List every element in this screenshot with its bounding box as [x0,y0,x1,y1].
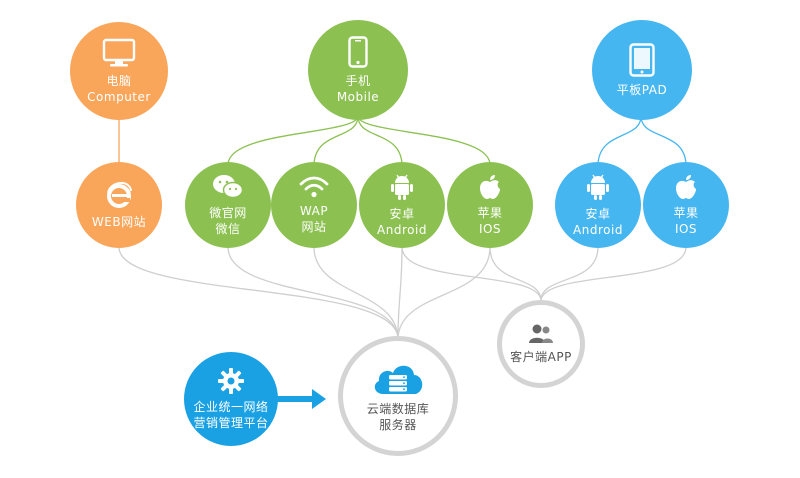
tablet-icon [629,42,655,77]
cloud-server-label-2: 服务器 [379,417,417,432]
connector-pad-fan [597,115,687,165]
monitor-icon [102,38,136,66]
pad-label: 平板PAD [616,82,668,97]
mobile-label-en: Mobile [336,89,380,104]
computer-label-cn: 电脑 [106,73,132,88]
platform-label-2: 营销管理平台 [193,415,269,430]
device-mobile-node[interactable]: 手机 Mobile [308,20,408,120]
android-icon [391,174,413,200]
connector-mobile-fan [227,115,491,165]
wechat-label-1: 微官网 [209,205,247,220]
platform-node[interactable]: 企业统一网络 营销管理平台 [184,352,278,446]
connector-to-cloud-server [118,246,491,339]
client-app-label: 客户端APP [510,349,572,364]
cloud-server-label-1: 云端数据库 [366,401,430,416]
wechat-label-2: 微信 [215,221,241,236]
android-icon [587,174,609,200]
mobile-ios-label-en: IOS [478,221,502,236]
cloud-server-hub[interactable]: 云端数据库 服务器 [338,336,458,456]
device-computer-node[interactable]: 电脑 Computer [70,22,168,120]
wap-label-1: WAP [299,203,329,218]
channel-wechat-node[interactable]: 微官网 微信 [185,162,271,248]
wechat-icon [213,174,244,198]
client-app-hub[interactable]: 客户端APP [497,300,585,388]
channel-mobile-ios-node[interactable]: 苹果 IOS [447,162,533,248]
mobile-label-cn: 手机 [345,73,371,88]
wap-label-2: 网站 [301,219,327,234]
channel-web-node[interactable]: WEB网站 [76,162,162,248]
platform-label-1: 企业统一网络 [193,399,269,414]
connector-to-client-app [401,246,687,301]
device-pad-node[interactable]: 平板PAD [592,20,692,120]
channel-pad-ios-node[interactable]: 苹果 IOS [643,162,729,248]
channel-mobile-android-node[interactable]: 安卓 Android [359,162,445,248]
pad-ios-label-cn: 苹果 [673,205,699,220]
pad-android-label-en: Android [573,222,623,237]
computer-label-en: Computer [87,89,151,104]
channel-pad-android-node[interactable]: 安卓 Android [555,162,641,248]
web-label: WEB网站 [91,214,147,229]
smartphone-icon [348,35,368,68]
mobile-ios-label-cn: 苹果 [477,205,503,220]
mobile-android-label-en: Android [377,222,427,237]
cloud-database-icon [374,365,423,394]
apple-icon [480,174,500,199]
pad-android-label-cn: 安卓 [585,206,611,221]
ie-browser-icon [107,181,132,208]
mobile-android-label-cn: 安卓 [389,206,415,221]
arrow-platform-to-server [275,389,326,409]
wifi-icon [299,176,329,197]
channel-wap-node[interactable]: WAP 网站 [271,162,357,248]
pad-ios-label-en: IOS [674,221,698,236]
apple-icon [676,174,696,199]
users-icon [529,324,553,343]
gear-icon [218,367,244,394]
